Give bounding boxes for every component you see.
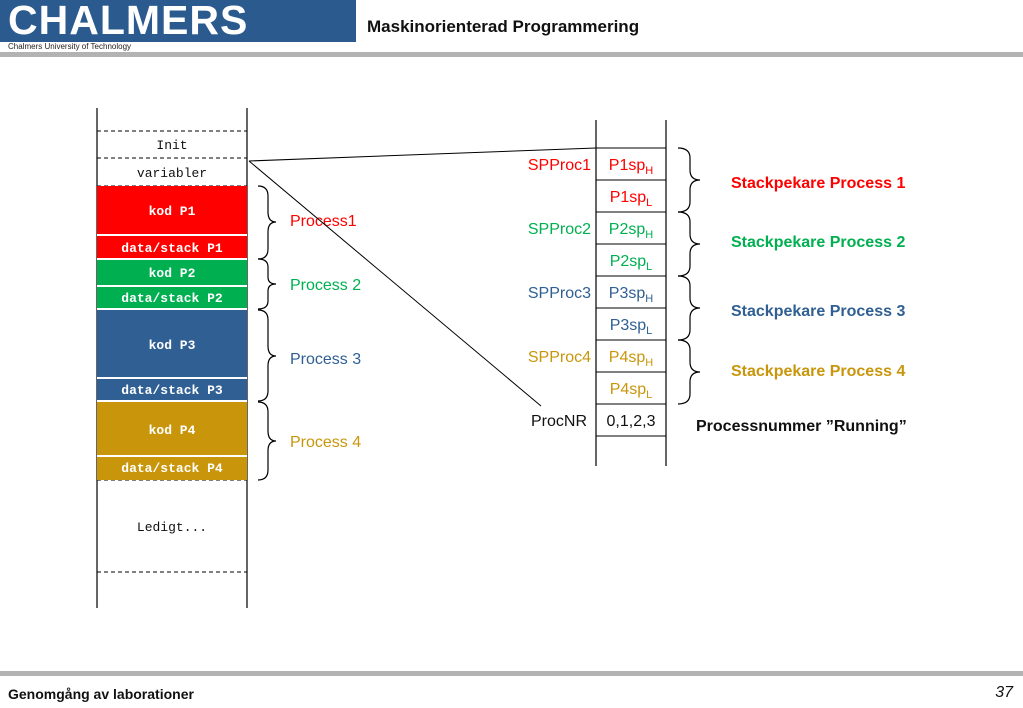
page-title: Maskinorienterad Programmering xyxy=(367,17,640,36)
data-p4-label: data/stack P4 xyxy=(121,461,223,476)
data-p1-label: data/stack P1 xyxy=(121,241,223,256)
brace-process-1 xyxy=(257,185,277,260)
p3sp-h-cell: P3spH xyxy=(609,285,653,305)
kod-p1-label: kod P1 xyxy=(149,204,196,219)
brace-sp-3 xyxy=(677,275,701,341)
memory-variabler-label: variabler xyxy=(137,166,207,181)
footer-divider xyxy=(0,671,1023,676)
brace-process-3 xyxy=(257,309,277,402)
process-4-label: Process 4 xyxy=(290,434,361,451)
kod-p2-label: kod P2 xyxy=(149,266,196,281)
data-p4-block xyxy=(97,456,247,480)
kod-p1-block xyxy=(97,186,247,235)
p4sp-h-cell: P4spH xyxy=(609,349,653,369)
logo-subtitle: Chalmers University of Technology xyxy=(8,42,132,51)
p2sp-h-cell: P2spH xyxy=(609,221,653,241)
spproc1-label: SPProc1 xyxy=(528,157,591,174)
p1sp-l-cell: P1spL xyxy=(610,189,653,209)
p4sp-l-cell: P4spL xyxy=(610,381,653,401)
kod-p3-label: kod P3 xyxy=(149,338,196,353)
variables-table: P1spH P1spL P2spH P2spL P3spH P3spL P4sp… xyxy=(595,120,667,466)
procnr-label: ProcNR xyxy=(531,413,587,430)
brace-sp-4 xyxy=(677,339,701,405)
stackpekare-p1-label: Stackpekare Process 1 xyxy=(731,175,905,192)
kod-p4-block xyxy=(97,401,247,456)
brace-sp-1 xyxy=(677,147,701,213)
brace-process-2 xyxy=(257,258,277,310)
kod-p2-block xyxy=(97,259,247,286)
process-3-label: Process 3 xyxy=(290,351,361,368)
data-p3-label: data/stack P3 xyxy=(121,383,223,398)
connector-line-top xyxy=(248,147,597,162)
process-2-label: Process 2 xyxy=(290,277,361,294)
spproc4-label: SPProc4 xyxy=(528,349,591,366)
data-p1-block xyxy=(97,235,247,259)
data-p2-label: data/stack P2 xyxy=(121,291,223,306)
footer-text: Genomgång av laborationer xyxy=(8,686,194,702)
brace-process-4 xyxy=(257,401,277,481)
p1sp-h-cell: P1spH xyxy=(609,157,653,177)
stackpekare-p2-label: Stackpekare Process 2 xyxy=(731,234,905,251)
stackpointer-braces xyxy=(677,147,701,405)
connector-line-bottom xyxy=(248,160,542,407)
spproc3-label: SPProc3 xyxy=(528,285,591,302)
data-p2-block xyxy=(97,286,247,309)
header-divider xyxy=(0,52,1023,57)
memory-init-label: Init xyxy=(156,138,187,153)
p2sp-l-cell: P2spL xyxy=(610,253,653,273)
ledigt-label: Ledigt... xyxy=(137,520,207,535)
kod-p3-block xyxy=(97,309,247,378)
stackpekare-p3-label: Stackpekare Process 3 xyxy=(731,303,905,320)
stackpekare-p4-label: Stackpekare Process 4 xyxy=(731,363,905,380)
spproc2-label: SPProc2 xyxy=(528,221,591,238)
memory-map: Init variabler kod P1 data/stack P1 kod … xyxy=(96,108,248,608)
process-1-label: Process1 xyxy=(290,213,357,230)
data-p3-block xyxy=(97,378,247,401)
page-number: 37 xyxy=(995,684,1013,701)
procnr-value-cell: 0,1,2,3 xyxy=(607,413,656,430)
p3sp-l-cell: P3spL xyxy=(610,317,653,337)
process-braces xyxy=(257,185,277,481)
kod-p4-label: kod P4 xyxy=(149,423,196,438)
processnummer-running-label: Processnummer ”Running” xyxy=(696,418,907,435)
logo-text: CHALMERS xyxy=(8,0,249,43)
brace-sp-2 xyxy=(677,211,701,277)
chalmers-logo: CHALMERS xyxy=(0,0,356,43)
